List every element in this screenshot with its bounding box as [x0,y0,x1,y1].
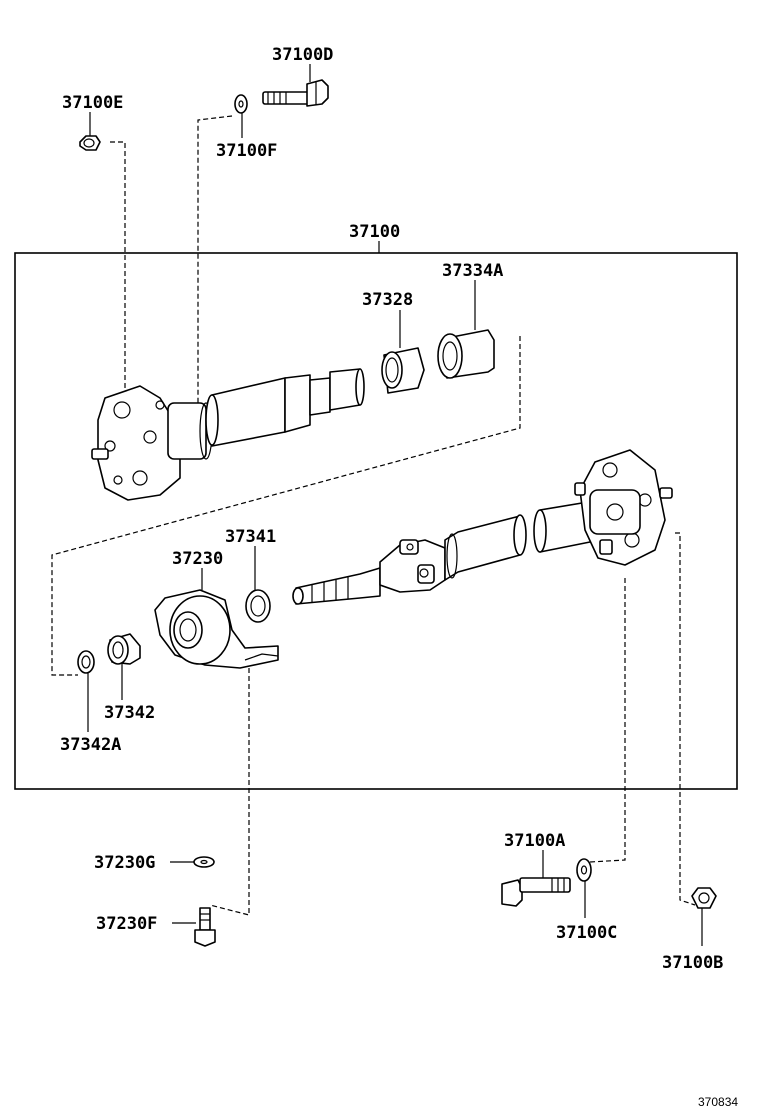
label-37230f: 37230F [96,914,157,934]
assembly-guides [51,115,696,916]
bolt-37100d[interactable] [262,79,329,107]
center-bearing-37230[interactable] [154,589,279,669]
label-37100b: 37100B [662,953,723,973]
label-37342a: 37342A [60,735,121,755]
label-37100e: 37100E [62,93,123,113]
lower-shaft-tube[interactable] [444,514,527,581]
lower-splined-shaft[interactable] [292,567,381,605]
label-37100a: 37100A [504,831,565,851]
label-37230g: 37230G [94,853,155,873]
label-37328: 37328 [362,290,413,310]
sleeve-37334a[interactable] [437,329,495,379]
bushing-37342[interactable] [107,633,141,665]
upper-flex-coupling[interactable] [91,385,213,501]
assembly-frame [14,252,738,790]
nut-37100e[interactable] [79,135,101,151]
bolt-37230f[interactable] [194,907,216,947]
bushing-37328[interactable] [381,347,425,394]
seal-37341[interactable] [245,589,271,623]
washer-37100f[interactable] [234,94,248,114]
snap-ring-37342a[interactable] [77,650,95,674]
universal-joint[interactable] [379,539,446,593]
label-37100f: 37100F [216,141,277,161]
upper-shaft-tube[interactable] [205,368,365,447]
nut-37100b[interactable] [691,887,717,909]
washer-37230g[interactable] [193,856,215,868]
label-37230: 37230 [172,549,223,569]
label-37341: 37341 [225,527,276,547]
label-37100d: 37100D [272,45,333,65]
lower-flex-coupling[interactable] [574,449,673,566]
diagram-reference: 370834 [698,1095,738,1109]
label-37342: 37342 [104,703,155,723]
label-37334a: 37334A [442,261,503,281]
label-37100: 37100 [349,222,400,242]
washer-37100c[interactable] [576,858,592,882]
bolt-37100a[interactable] [501,877,571,907]
label-37100c: 37100C [556,923,617,943]
